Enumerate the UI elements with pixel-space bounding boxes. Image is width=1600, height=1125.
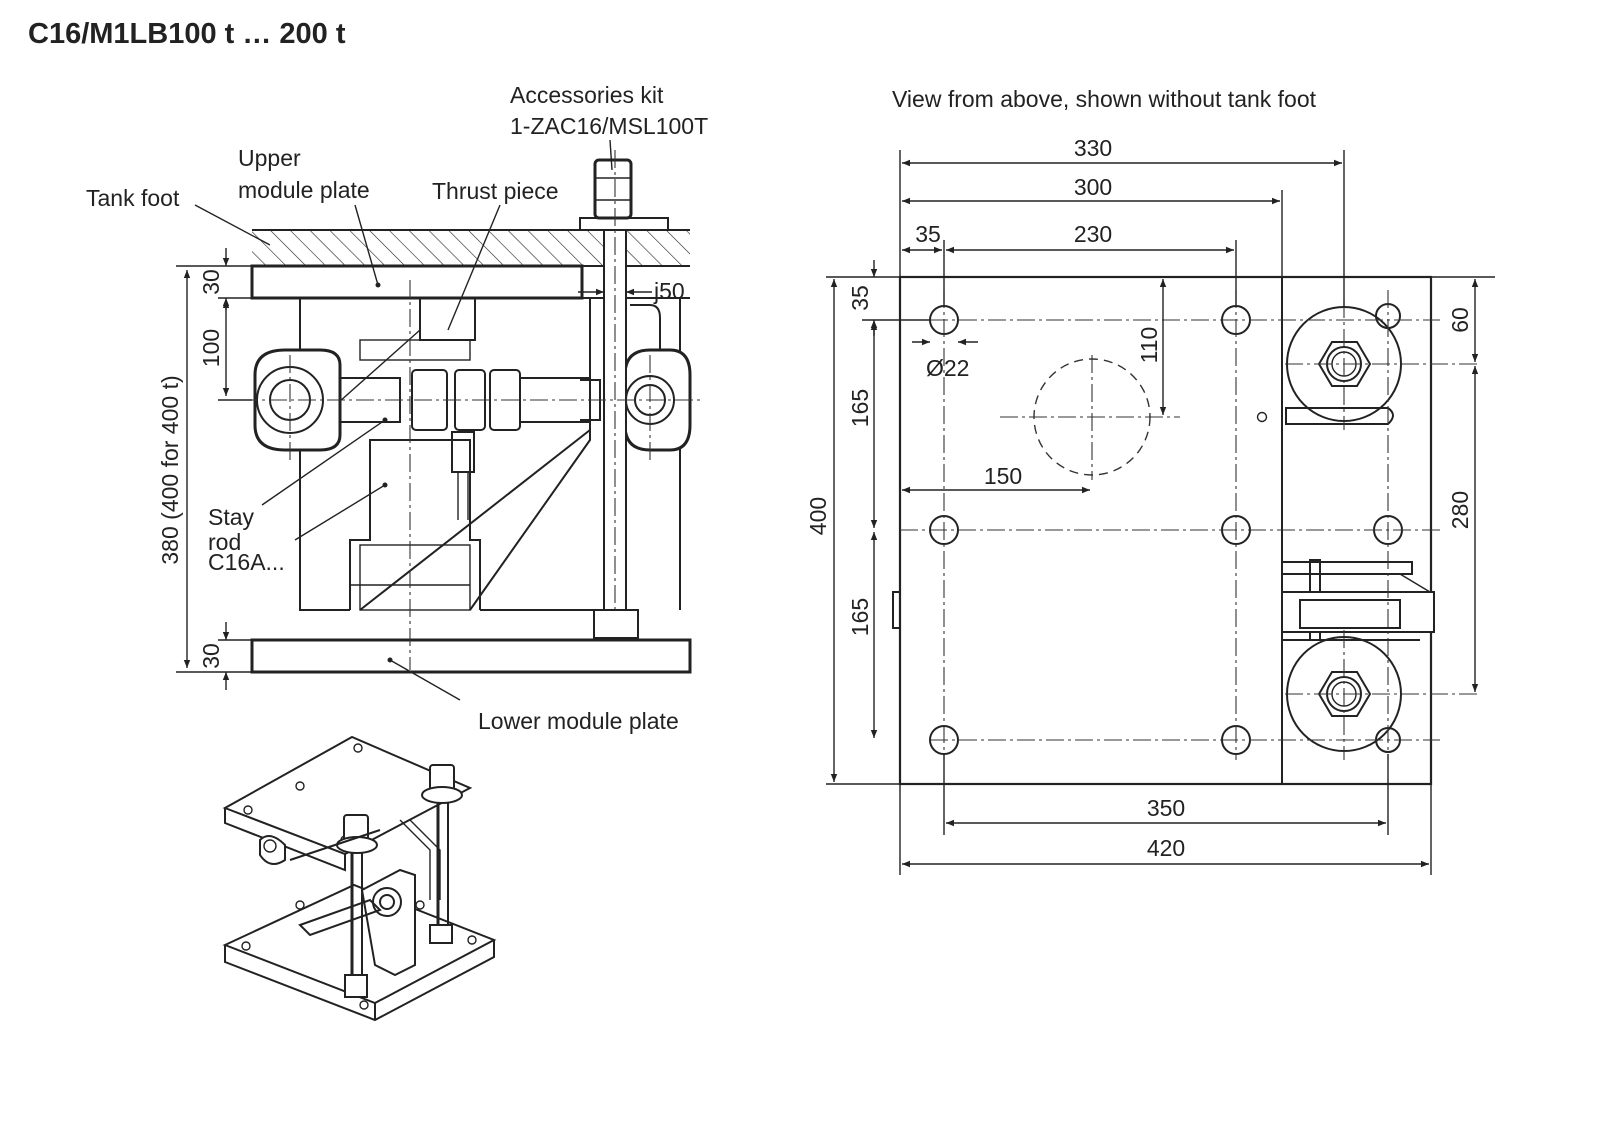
label-stay-rod-2: rod bbox=[208, 529, 241, 555]
extension-lines bbox=[826, 150, 1495, 875]
top-dimension-lines bbox=[830, 159, 1479, 868]
dim-165-lower: 165 bbox=[847, 598, 873, 636]
dim-110: 110 bbox=[1136, 327, 1162, 364]
leader-lines bbox=[194, 139, 613, 701]
caption-top-view: View from above, shown without tank foot bbox=[892, 86, 1317, 112]
label-upper-module-plate-2: module plate bbox=[238, 177, 370, 203]
side-dimensions bbox=[176, 248, 652, 690]
dim-hole-diameter: Ø22 bbox=[926, 355, 969, 381]
label-stay-rod-1: Stay bbox=[208, 504, 255, 530]
label-c16a: C16A... bbox=[208, 549, 285, 575]
cable-connector bbox=[451, 431, 475, 520]
top-center-lines bbox=[900, 290, 1480, 760]
dim-300: 300 bbox=[1074, 174, 1112, 200]
accessories-rod bbox=[579, 150, 669, 670]
dim-35-horizontal: 35 bbox=[915, 221, 941, 247]
label-upper-module-plate-1: Upper bbox=[238, 145, 301, 171]
dim-150: 150 bbox=[984, 463, 1022, 489]
dim-upper-plate-30: 30 bbox=[198, 269, 224, 295]
top-view: View from above, shown without tank foot bbox=[805, 86, 1495, 875]
dim-230: 230 bbox=[1074, 221, 1112, 247]
dim-400: 400 bbox=[805, 497, 831, 535]
isometric-view bbox=[222, 735, 497, 1022]
stay-rod-top bbox=[1281, 559, 1435, 641]
label-tank-foot: Tank foot bbox=[86, 185, 180, 211]
dim-total-height: 380 (400 for 400 t) bbox=[157, 375, 183, 564]
dim-rod-diameter: j50 bbox=[653, 278, 685, 304]
dim-165-upper: 165 bbox=[847, 389, 873, 427]
label-accessories-kit-1: Accessories kit bbox=[510, 82, 664, 108]
dim-60: 60 bbox=[1447, 307, 1473, 333]
lower-module-plate bbox=[250, 638, 692, 674]
label-accessories-kit-2: 1-ZAC16/MSL100T bbox=[510, 113, 708, 139]
dim-100: 100 bbox=[198, 329, 224, 367]
drawing-title: C16/M1LB100 t … 200 t bbox=[28, 18, 346, 50]
dim-330: 330 bbox=[1074, 135, 1112, 161]
label-lower-module-plate: Lower module plate bbox=[478, 708, 679, 734]
dim-lower-plate-30: 30 bbox=[198, 643, 224, 669]
dim-280: 280 bbox=[1447, 491, 1473, 529]
side-view: Accessories kit 1-ZAC16/MSL100T Upper mo… bbox=[86, 82, 708, 734]
dim-35-vertical: 35 bbox=[847, 285, 873, 311]
dim-350: 350 bbox=[1147, 795, 1185, 821]
label-thrust-piece: Thrust piece bbox=[432, 178, 559, 204]
dim-420: 420 bbox=[1147, 835, 1185, 861]
upper-module-plate bbox=[250, 264, 584, 300]
